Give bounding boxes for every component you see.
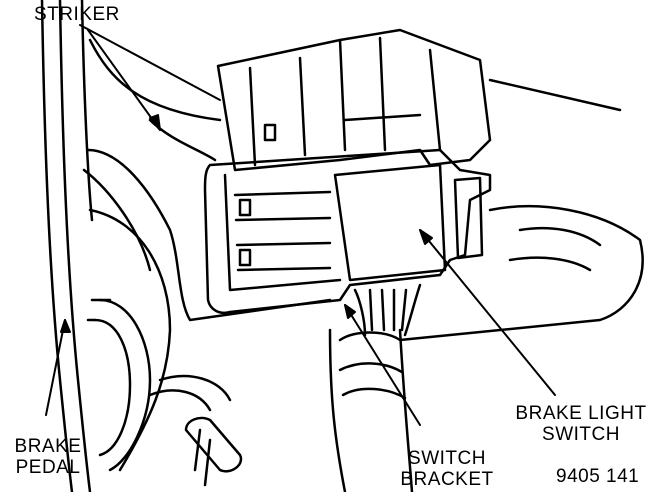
switch-bracket-label-line1: SWITCH — [408, 448, 486, 469]
wiring-harness — [353, 283, 422, 337]
brake-light-switch-label: BRAKE LIGHT SWITCH — [496, 403, 666, 445]
brake-light-switch-label-line2: SWITCH — [542, 424, 620, 445]
switch-bracket-label: SWITCH BRACKET — [392, 448, 502, 490]
mounting-pin — [184, 416, 243, 487]
pedal-shaft — [328, 328, 414, 494]
brake-light-switch-body — [216, 28, 492, 172]
leader-lines — [45, 24, 556, 426]
pedal-arm-left — [40, 0, 94, 494]
brake-pedal-label: BRAKE PEDAL — [8, 436, 88, 478]
striker-label: STRIKER — [34, 4, 120, 25]
brake-pedal-label-line2: PEDAL — [15, 457, 81, 478]
switch-bracket-label-line2: BRACKET — [400, 469, 494, 490]
figure-number: 9405 141 — [556, 466, 640, 487]
switch-flange — [203, 148, 492, 315]
bracket-arc — [88, 208, 232, 472]
support-bracket-right — [398, 78, 644, 342]
pedal-pad — [86, 298, 152, 472]
brake-light-switch-label-line1: BRAKE LIGHT — [515, 403, 647, 424]
brake-pedal-label-line1: BRAKE — [14, 436, 82, 457]
